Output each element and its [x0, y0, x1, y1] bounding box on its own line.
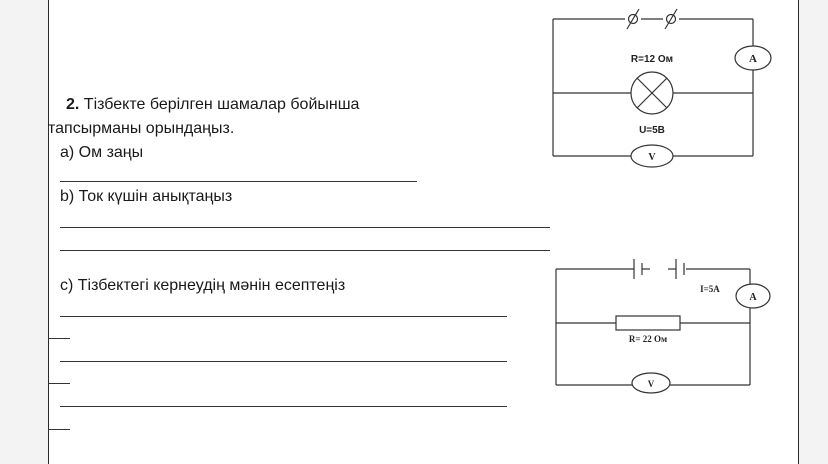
margin-tick: [48, 338, 70, 339]
voltmeter-icon: V: [630, 144, 674, 168]
answer-line-a[interactable]: [60, 181, 417, 182]
voltmeter-symbol-2: V: [648, 379, 655, 389]
voltmeter-symbol: V: [648, 152, 656, 163]
answer-line-b2[interactable]: [60, 250, 550, 251]
task-heading: 2. Тізбекте берілген шамалар бойынша: [66, 96, 359, 114]
answer-line-c3[interactable]: [60, 406, 507, 407]
item-c-label: c) Тізбектегі кернеудің мәнін есептеңіз: [60, 277, 346, 294]
ammeter-icon: A: [735, 283, 771, 309]
item-a-label: a) Ом заңы: [60, 144, 144, 161]
voltage-label-1: U=5В: [639, 125, 665, 136]
circuit-diagram-1: A V R=12 Ом U=5В: [552, 8, 772, 168]
answer-line-c1[interactable]: [60, 316, 507, 317]
task-number: 2.: [66, 96, 80, 113]
voltmeter-icon: V: [631, 372, 671, 394]
worksheet-page: [48, 0, 799, 464]
ammeter-icon: A: [734, 45, 772, 71]
answer-line-c2[interactable]: [60, 361, 507, 362]
ammeter-symbol: A: [749, 53, 757, 65]
answer-line-b1[interactable]: [60, 227, 550, 228]
resistance-label-1: R=12 Ом: [631, 54, 673, 65]
resistance-label-2: R= 22 Ом: [629, 334, 667, 344]
margin-tick: [48, 383, 70, 384]
item-b-label: b) Ток күшін анықтаңыз: [60, 188, 233, 205]
task-text-line2: тапсырманы орындаңыз.: [48, 120, 235, 137]
current-label-2: I=5A: [700, 284, 720, 294]
margin-tick: [48, 429, 70, 430]
circuit-diagram-2: A V I=5A R= 22 Ом: [555, 259, 771, 394]
ammeter-symbol-2: A: [749, 292, 757, 303]
task-text-line1: Тізбекте берілген шамалар бойынша: [83, 96, 360, 113]
